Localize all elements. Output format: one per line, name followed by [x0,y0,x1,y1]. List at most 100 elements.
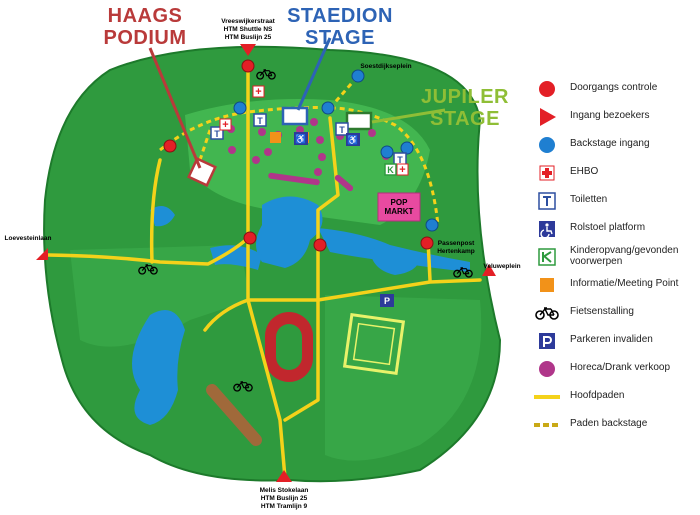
haags-podium-title: HAAGS PODIUM [103,5,187,49]
label-melis: Melis Stokelaan [260,487,309,494]
legend-row: Horeca/Drank verkoop [532,358,700,380]
haags-pointer [148,47,202,169]
purple-dot-icon [539,361,555,377]
label-veluweplein: Veluweplein [483,263,520,270]
haags-podium-box [187,157,217,187]
pop-markt-label: POP MARKT [384,198,414,216]
backstage-entrance [351,69,365,83]
map-facility-icons: T T T T + + + K ♿ ♿ P [210,85,409,307]
wheelchair-icon [539,221,555,239]
sport-field [342,312,406,376]
legend-row: Ingang bezoekers [532,106,700,128]
info-point [270,132,281,143]
svg-text:♿: ♿ [347,134,358,145]
svg-text:♿: ♿ [295,133,306,144]
dashed-line-icon [534,423,560,427]
jupiler-stage-box [345,111,373,131]
entrance-north [240,44,256,56]
kinder-icon: K [384,163,397,176]
legend-label: Fietsenstalling [570,306,634,317]
main-paths [46,70,482,480]
lake-northwest [150,206,175,227]
legend-row: Fietsenstalling [532,302,700,324]
visitor-entrances [36,44,496,482]
label-passenpost: Passenpost [438,240,475,247]
control-point [420,236,434,250]
entrance-west [36,248,48,260]
ehbo-icon: + [252,85,265,98]
backstage-entrance [380,145,394,159]
wheelchair-icon: ♿ [346,133,360,146]
legend-row: Parkeren invaliden [532,330,700,352]
legend-label: Kinderopvang/gevonden voorwerpen [570,245,679,267]
orange-square-icon [540,278,554,292]
field-west [70,245,250,347]
legend-row: Backstage ingang [532,134,700,156]
pop-markt-box [377,192,421,222]
backstage-entrance [321,101,335,115]
svg-text:T: T [214,129,220,139]
label-vreeswijk: Vreeswijkerstraat [221,18,275,25]
red-cross-icon [539,165,555,181]
field-south [325,295,482,461]
legend-label: Backstage ingang [570,138,650,149]
legend-row: Toiletten [532,190,700,212]
svg-text:P: P [384,296,390,306]
lake-southwest [132,310,185,425]
pond-center [256,196,323,268]
label-soestdijks: Soestdijkseplein [360,63,411,70]
pond-east [370,247,420,275]
kinder-icon [538,248,556,266]
legend-label: Toiletten [570,194,608,205]
parking-icon [539,333,555,349]
svg-text:+: + [255,86,261,98]
bicycle-icon [535,307,559,320]
legend-row: Informatie/Meeting Point [532,274,700,296]
red-triangle-icon [540,108,556,126]
svg-text:T: T [397,155,403,165]
legend-label: Hoofdpaden [570,390,625,401]
stadion-pointer [296,37,332,111]
label-loevestein: Loevesteinlaan [5,235,52,242]
label-vreeswijk-sub2: HTM Buslijn 25 [225,34,272,41]
blue-dot-icon [539,137,555,153]
wheelchair-icon: ♿ [294,132,308,145]
entrance-east [482,264,496,276]
legend-row: EHBO [532,162,700,184]
brown-log [206,384,262,446]
stadion-stage-box [281,106,309,126]
svg-text:+: + [222,119,228,131]
control-point [241,59,255,73]
backstage-entrance [400,141,414,155]
red-dot-icon [539,81,555,97]
control-point [243,231,257,245]
yellow-line-icon [534,395,560,399]
legend-row: Hoofdpaden [532,386,700,408]
legend-label: Informatie/Meeting Point [570,278,679,289]
legend-row: Paden backstage [532,414,700,436]
legend-label: Rolstoel platform [570,222,646,233]
label-melis-sub2: HTM Tramlijn 9 [261,503,308,510]
legend-row: Rolstoel platform [532,218,700,240]
parking-icon: P [380,294,394,307]
backstage-entrances [233,69,439,232]
control-points [163,59,434,252]
toilet-icon [538,192,556,210]
svg-text:T: T [339,125,345,135]
legend-label: EHBO [570,166,599,177]
toilet-icon: T [253,113,267,127]
control-point [163,139,177,153]
label-vreeswijk-sub1: HTM Shuttle NS [224,26,273,33]
legend-label: Parkeren invaliden [570,334,653,345]
ehbo-icon: + [219,118,232,131]
legend-label: Ingang bezoekers [570,110,650,121]
toilet-icon: T [335,122,349,136]
svg-text:+: + [399,164,405,176]
svg-text:T: T [257,116,263,126]
stadion-stage-title: STAEDION STAGE [287,5,393,49]
entrance-south [276,470,292,482]
legend-label: Horeca/Drank verkoop [570,362,671,373]
legend-label: Paden backstage [570,418,648,429]
svg-text:K: K [387,165,394,175]
legend-label: Doorgangs controle [570,82,658,93]
